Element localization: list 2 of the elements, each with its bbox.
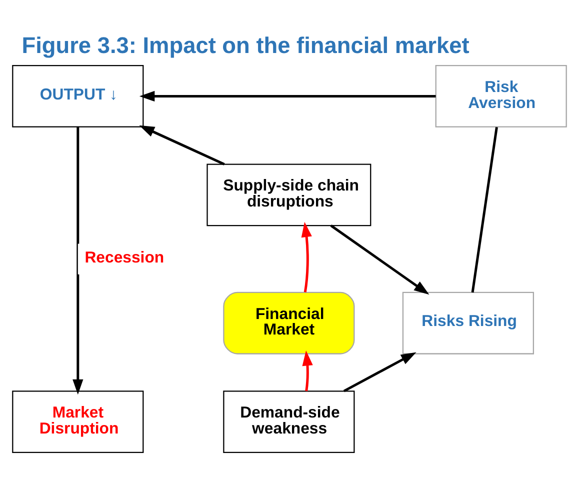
edge-label: Recession [84, 250, 164, 267]
diagram-title: Figure 3.3: Impact on the financial market [22, 32, 470, 58]
